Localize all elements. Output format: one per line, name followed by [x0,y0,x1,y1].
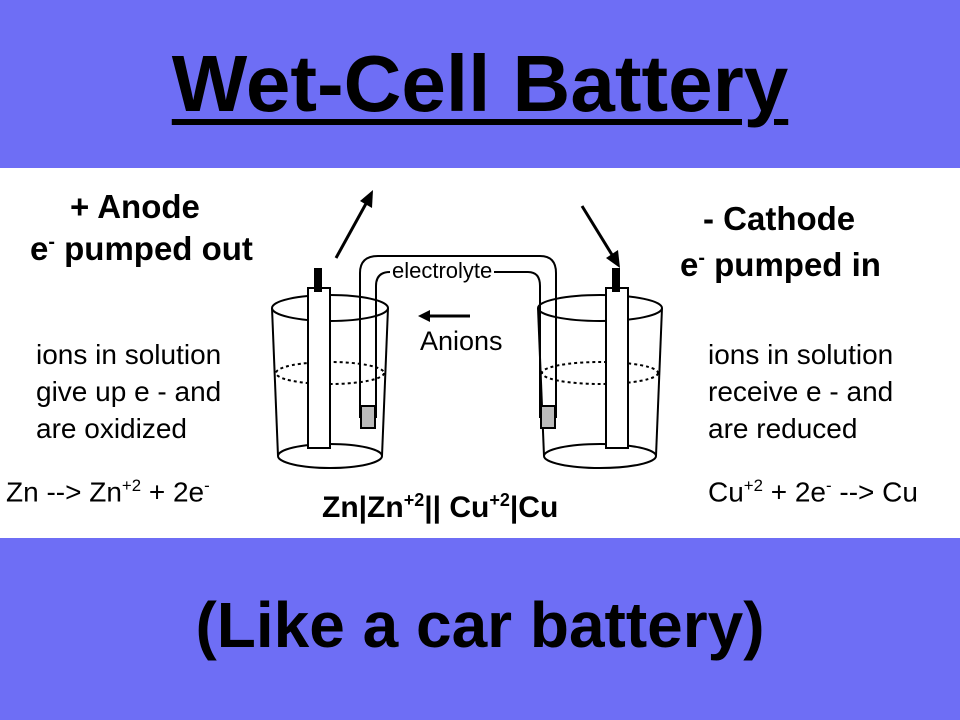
anode-description: ions in solution give up e - and are oxi… [36,336,221,447]
cathode-description: ions in solution receive e - and are red… [708,336,893,447]
cell-illustration [271,190,663,469]
cell-notation: Zn|Zn+2|| Cu+2|Cu [322,490,559,524]
cathode-electron-text: pumped in [714,246,881,283]
copper-electrode [605,287,629,449]
electrolyte-label: electrolyte [390,258,495,284]
cathode-description-line: receive e - and [708,376,894,407]
anode-reaction: Zn --> Zn+2 + 2e- [6,476,210,508]
anode-electron-arrow [334,190,373,259]
anions-arrow [418,310,470,322]
slide-title: Wet-Cell Battery [171,39,789,128]
anode-heading: + Anode [70,188,200,225]
cathode-heading: - Cathode [703,200,856,237]
anode-electron-symbol: e [30,230,49,267]
cathode-reaction: Cu+2 + 2e- --> Cu [708,476,918,508]
cathode-electron-charge: - [698,247,705,269]
anions-label: Anions [420,326,503,356]
cathode-electron-symbol: e [680,246,699,283]
anode-description-line: give up e - and [36,376,222,407]
salt-bridge [359,255,557,429]
cathode-description-line: are reduced [708,413,858,444]
cathode-electron-arrow [580,205,620,268]
anode-electron-text: pumped out [64,230,253,267]
zinc-electrode [307,287,331,449]
cathode-electron-line: e- pumped in [680,246,881,284]
anode-electron-line: e- pumped out [30,230,253,268]
anode-description-line: ions in solution [36,339,222,370]
caption: (Like a car battery) [195,589,765,661]
anode-description-line: are oxidized [36,413,187,444]
anode-electron-charge: - [48,231,55,253]
right-beaker [537,294,663,469]
cathode-description-line: ions in solution [708,339,894,370]
diagram-panel: + Anode e- pumped out ions in solution g… [0,168,960,538]
